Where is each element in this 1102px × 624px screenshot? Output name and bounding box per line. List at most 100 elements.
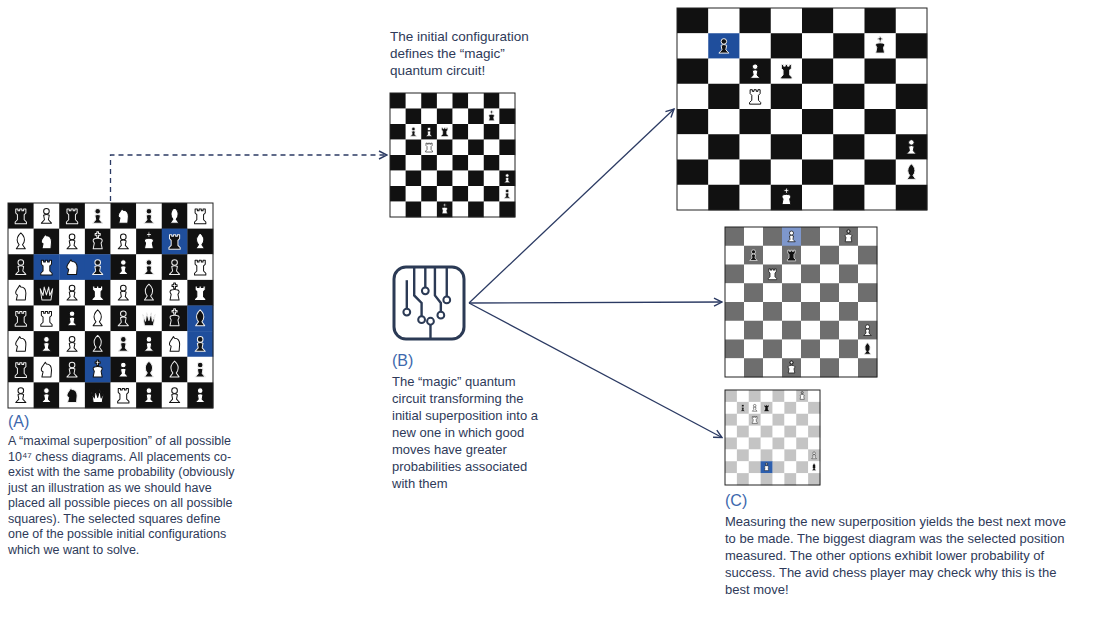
chess-piece bbox=[845, 229, 852, 241]
board-square bbox=[725, 283, 744, 302]
board-square bbox=[749, 438, 761, 450]
chess-piece bbox=[40, 287, 52, 300]
board-square bbox=[782, 321, 801, 340]
board-square bbox=[858, 302, 877, 321]
board-frame bbox=[725, 227, 877, 377]
board-square bbox=[820, 227, 839, 246]
board-square bbox=[865, 59, 897, 85]
board-square bbox=[749, 473, 761, 485]
board-square bbox=[8, 357, 34, 383]
chess-piece bbox=[195, 388, 205, 403]
board-square bbox=[725, 402, 737, 414]
circuit-icon bbox=[394, 267, 464, 339]
board-square bbox=[136, 254, 162, 280]
chess-piece bbox=[15, 209, 26, 224]
chess-diagram bbox=[725, 227, 877, 377]
chess-piece bbox=[67, 311, 77, 326]
board-square bbox=[187, 357, 213, 383]
board-square bbox=[784, 426, 796, 438]
circuit-node-dot bbox=[418, 316, 425, 323]
board-square bbox=[162, 254, 188, 280]
board-square bbox=[858, 227, 877, 246]
board-square bbox=[796, 414, 808, 426]
board-square bbox=[820, 321, 839, 340]
chess-piece bbox=[41, 234, 51, 249]
board-square bbox=[725, 426, 737, 438]
board-square bbox=[737, 438, 749, 450]
board-area bbox=[725, 227, 877, 377]
board-square bbox=[771, 33, 803, 59]
board-square bbox=[725, 227, 744, 246]
board-square bbox=[782, 283, 801, 302]
panel-tag: (C) bbox=[725, 491, 1075, 510]
board-square bbox=[763, 246, 782, 265]
board-square bbox=[773, 461, 785, 473]
board-square bbox=[896, 59, 928, 85]
board-square bbox=[34, 229, 60, 255]
chess-piece bbox=[144, 208, 154, 223]
board-square bbox=[749, 449, 761, 461]
board-square bbox=[725, 438, 737, 450]
board-square bbox=[708, 84, 740, 110]
board-square bbox=[737, 390, 749, 402]
board-square bbox=[437, 202, 453, 218]
board-square bbox=[802, 33, 834, 59]
board-square bbox=[737, 461, 749, 473]
circuit-trace bbox=[406, 280, 408, 309]
chess-piece bbox=[426, 127, 432, 136]
board-square bbox=[708, 109, 740, 135]
board-square bbox=[8, 280, 34, 306]
board-square bbox=[763, 358, 782, 377]
chess-piece bbox=[91, 390, 103, 403]
board-square bbox=[111, 203, 137, 229]
board-square bbox=[437, 124, 453, 140]
chess-board bbox=[725, 227, 877, 377]
chess-piece bbox=[118, 285, 128, 300]
flow-arrow bbox=[469, 302, 722, 303]
board-square bbox=[796, 402, 808, 414]
board-square bbox=[136, 357, 162, 383]
board-square bbox=[85, 203, 111, 229]
board-square bbox=[820, 358, 839, 377]
board-square bbox=[421, 202, 437, 218]
board-square bbox=[858, 246, 877, 265]
chess-piece bbox=[144, 232, 153, 249]
board-square bbox=[421, 155, 437, 171]
board-square bbox=[784, 449, 796, 461]
board-square bbox=[390, 93, 406, 109]
board-square bbox=[421, 124, 437, 140]
chess-piece bbox=[118, 234, 128, 249]
circuit-trace bbox=[429, 324, 431, 339]
board-square bbox=[187, 306, 213, 332]
board-square bbox=[484, 171, 500, 187]
board-square bbox=[136, 382, 162, 408]
board-frame bbox=[390, 93, 515, 217]
chess-piece bbox=[93, 360, 102, 377]
board-square bbox=[390, 124, 406, 140]
board-square bbox=[187, 331, 213, 357]
board-square bbox=[865, 160, 897, 186]
chess-piece bbox=[750, 90, 761, 104]
board-square bbox=[802, 160, 834, 186]
board-square bbox=[784, 473, 796, 485]
board-square bbox=[808, 461, 820, 473]
board-square bbox=[771, 185, 803, 211]
chess-piece bbox=[118, 388, 129, 403]
board-square bbox=[820, 340, 839, 359]
board-square bbox=[111, 280, 137, 306]
board-square bbox=[499, 171, 515, 187]
board-square bbox=[771, 84, 803, 110]
board-square bbox=[453, 109, 469, 125]
board-square bbox=[773, 473, 785, 485]
chess-piece bbox=[170, 283, 179, 300]
board-square bbox=[771, 109, 803, 135]
board-square bbox=[677, 33, 709, 59]
board-square bbox=[749, 461, 761, 473]
chess-piece bbox=[92, 286, 103, 301]
board-square bbox=[725, 265, 744, 284]
board-square bbox=[421, 186, 437, 202]
board-square bbox=[468, 93, 484, 109]
board-square bbox=[8, 331, 34, 357]
board-square bbox=[796, 461, 808, 473]
